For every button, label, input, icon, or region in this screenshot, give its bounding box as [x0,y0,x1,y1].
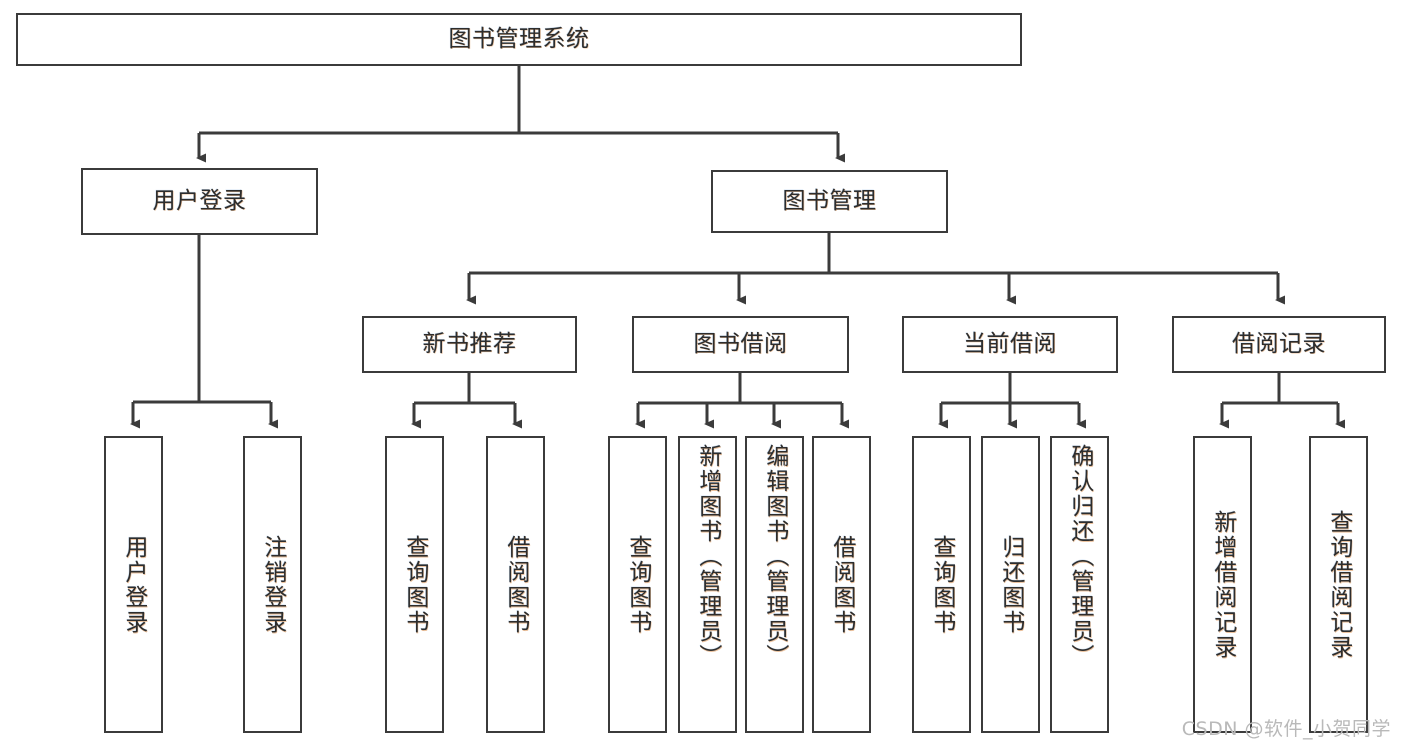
leaf-label: 用户登录 [120,534,147,635]
leaf-record-query-record[interactable]: 查询借阅记录 [1309,436,1368,733]
leaf-borrow-borrow-book[interactable]: 借阅图书 [812,436,871,733]
leaf-label: 确认归还（管理员） [1066,444,1093,669]
leaf-recommend-query-book[interactable]: 查询图书 [385,436,444,733]
node-new-book-recommend-label: 新书推荐 [422,330,517,357]
node-root[interactable]: 图书管理系统 [16,13,1022,66]
node-user-login[interactable]: 用户登录 [81,168,318,235]
node-book-borrow[interactable]: 图书借阅 [632,316,849,373]
leaf-record-add-record[interactable]: 新增借阅记录 [1193,436,1252,733]
leaf-label: 归还图书 [997,534,1024,635]
leaf-user-login-login[interactable]: 用户登录 [104,436,163,733]
leaf-label: 新增借阅记录 [1209,509,1236,660]
node-book-management-label: 图书管理 [782,187,877,214]
leaf-label: 查询图书 [928,534,955,635]
node-borrow-record[interactable]: 借阅记录 [1172,316,1386,373]
node-current-borrow[interactable]: 当前借阅 [902,316,1118,373]
node-book-management[interactable]: 图书管理 [711,170,948,233]
leaf-label: 注销登录 [259,534,286,635]
leaf-label: 查询借阅记录 [1325,509,1352,660]
leaf-recommend-borrow-book[interactable]: 借阅图书 [486,436,545,733]
node-book-borrow-label: 图书借阅 [693,330,788,357]
leaf-current-query-book[interactable]: 查询图书 [912,436,971,733]
leaf-label: 借阅图书 [828,534,855,635]
leaf-label: 新增图书（管理员） [694,444,721,669]
node-root-label: 图书管理系统 [448,25,590,52]
node-current-borrow-label: 当前借阅 [963,330,1057,357]
leaf-label: 借阅图书 [502,534,529,635]
node-new-book-recommend[interactable]: 新书推荐 [362,316,577,373]
node-borrow-record-label: 借阅记录 [1232,330,1326,357]
leaf-label: 编辑图书（管理员） [761,444,788,669]
leaf-label: 查询图书 [624,534,651,635]
leaf-label: 查询图书 [401,534,428,635]
leaf-current-return-book[interactable]: 归还图书 [981,436,1040,733]
watermark-text: CSDN @软件_小贺同学 [1181,718,1391,740]
node-user-login-label: 用户登录 [152,187,247,214]
leaf-borrow-add-book-admin[interactable]: 新增图书（管理员） [678,436,737,733]
leaf-current-confirm-return-admin[interactable]: 确认归还（管理员） [1050,436,1109,733]
leaf-borrow-edit-book-admin[interactable]: 编辑图书（管理员） [745,436,804,733]
leaf-user-login-logout[interactable]: 注销登录 [243,436,302,733]
leaf-borrow-query-book[interactable]: 查询图书 [608,436,667,733]
